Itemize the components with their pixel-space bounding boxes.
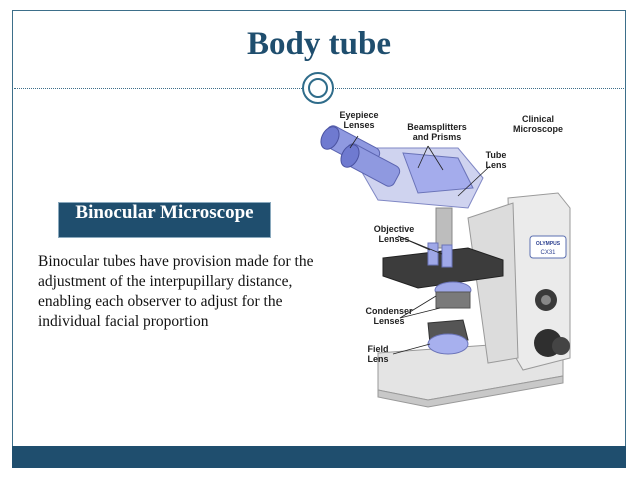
slide-title: Body tube <box>247 26 391 62</box>
label-clinical-microscope: Clinical Microscope <box>512 114 563 134</box>
model-name: CX31 <box>540 250 556 256</box>
label-objective-lenses: Objective Lenses <box>373 224 415 244</box>
label-field-lens: Field Lens <box>367 344 389 364</box>
label-condenser-lenses: Condenser Lenses <box>365 306 413 326</box>
label-tube-lens: Tube Lens <box>485 150 507 170</box>
divider-ring-ornament <box>302 72 334 104</box>
footer-bar <box>12 446 626 468</box>
body-text: Binocular tubes have provision made for … <box>38 253 314 330</box>
label-beamsplitters-prisms: Beamsplitters and Prisms <box>407 122 467 142</box>
microscope-diagram: OLYMPUS CX31 <box>318 108 578 410</box>
binocular-microscope-label: Binocular Microscope <box>58 202 271 238</box>
label-eyepiece-lenses: Eyepiece Lenses <box>339 110 379 130</box>
brand-logo: OLYMPUS <box>536 241 561 247</box>
microscope-illustration: OLYMPUS CX31 <box>320 125 571 408</box>
